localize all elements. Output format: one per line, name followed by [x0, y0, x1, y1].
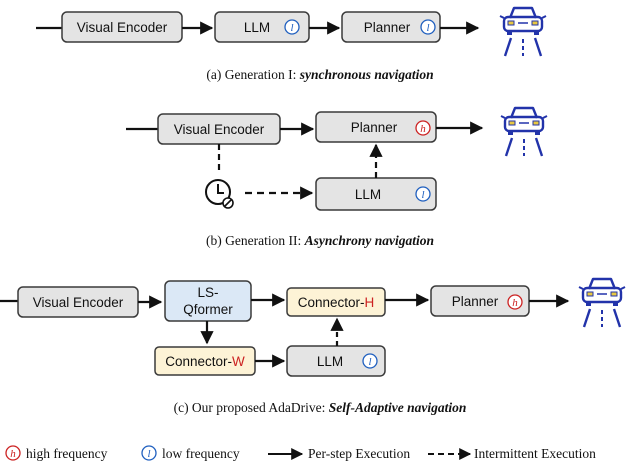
- car-road-icon: [499, 106, 549, 158]
- high-frequency-icon: [5, 445, 21, 461]
- car-road-icon: [577, 277, 627, 329]
- gen3-caption: (c) Our proposed AdaDrive: Self-Adaptive…: [174, 400, 467, 415]
- gen3-connector-h-label: Connector-H: [298, 295, 375, 310]
- gen1-planner-label: Planner: [364, 20, 411, 35]
- gen3-qformer-label-1: LS-: [197, 285, 218, 300]
- gen3-planner-badge: h: [512, 297, 518, 309]
- gen2-section: Visual Encoder Planner h LLM l (b) Gener…: [126, 106, 549, 248]
- legend: h high frequency l low frequency Per-ste…: [5, 445, 596, 461]
- car-road-icon: [498, 6, 548, 58]
- legend-low-badge: l: [147, 448, 150, 460]
- gen3-planner-label: Planner: [452, 294, 499, 309]
- gen1-section: Visual Encoder LLM l Planner l (a) Gener…: [36, 6, 548, 82]
- gen1-visual-encoder-label: Visual Encoder: [77, 20, 168, 35]
- gen2-visual-encoder-label: Visual Encoder: [174, 122, 265, 137]
- gen2-llm-badge: l: [421, 189, 424, 201]
- gen1-llm-label: LLM: [244, 20, 270, 35]
- gen1-caption: (a) Generation I: synchronous navigation: [206, 67, 433, 82]
- legend-intermittent-label: Intermittent Execution: [474, 446, 596, 461]
- high-frequency-icon: [507, 294, 523, 310]
- gen3-section: Visual Encoder LS- Qformer Connector-H P…: [0, 277, 627, 415]
- low-frequency-icon: [420, 19, 436, 35]
- legend-low-label: low frequency: [162, 446, 240, 461]
- gen3-connector-h-box: [286, 287, 386, 317]
- clock-off-icon: [205, 179, 234, 209]
- gen3-qformer-label-2: Qformer: [183, 302, 233, 317]
- low-frequency-icon: [141, 445, 157, 461]
- low-frequency-icon: [362, 353, 378, 369]
- gen2-caption: (b) Generation II: Asynchrony navigation: [206, 233, 434, 248]
- low-frequency-icon: [415, 186, 431, 202]
- low-frequency-icon: [284, 19, 300, 35]
- gen2-llm-label: LLM: [355, 187, 381, 202]
- high-frequency-icon: [415, 120, 431, 136]
- gen3-llm-badge: l: [368, 356, 371, 368]
- gen2-planner-label: Planner: [351, 120, 398, 135]
- gen1-planner-badge: l: [426, 22, 429, 34]
- gen2-planner-badge: h: [420, 123, 426, 135]
- legend-per-step-label: Per-step Execution: [308, 446, 410, 461]
- gen3-connector-w-label: Connector-W: [165, 354, 245, 369]
- legend-high-label: high frequency: [26, 446, 108, 461]
- gen3-llm-label: LLM: [317, 354, 343, 369]
- legend-high-badge: h: [10, 448, 16, 460]
- gen3-visual-encoder-label: Visual Encoder: [33, 295, 124, 310]
- gen1-llm-badge: l: [290, 22, 293, 34]
